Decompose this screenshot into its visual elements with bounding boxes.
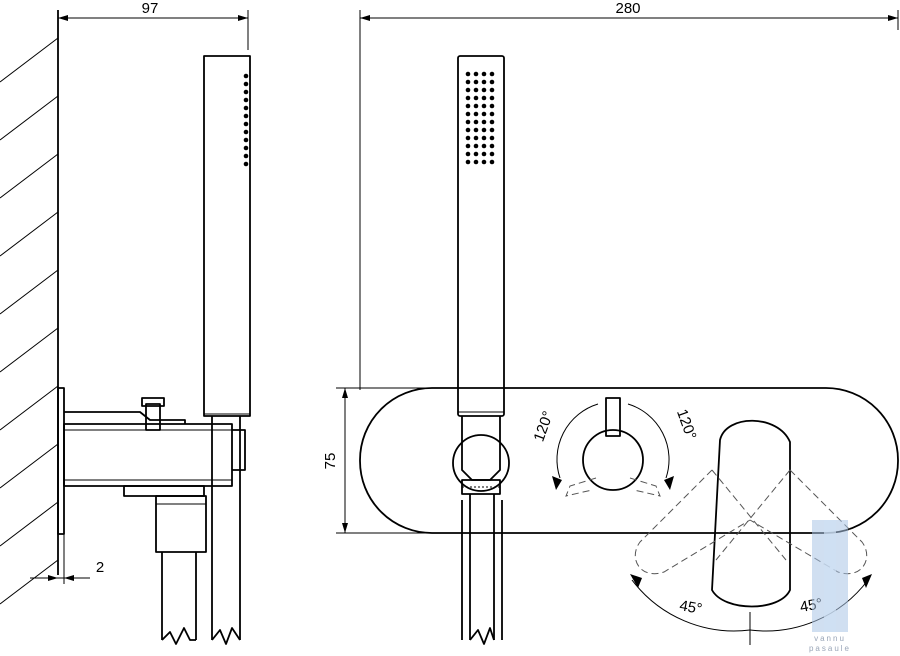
watermark-logo: vannu pasaule: [809, 520, 851, 653]
height-label: 75: [322, 453, 339, 470]
lever-left-angle: 45°: [678, 597, 703, 618]
handshower-front: [452, 55, 510, 645]
front-view: 280 75: [322, 0, 899, 645]
mixer-body-side: [63, 423, 233, 487]
cover-plate: [359, 387, 899, 534]
handle-right-angle: 120°: [673, 407, 700, 442]
watermark-line1: vannu: [814, 634, 846, 643]
wall-hatching: [0, 37, 59, 605]
wall-gap-dimension: 2: [30, 534, 104, 584]
side-view: 97: [0, 0, 251, 645]
depth-dimension: 97: [58, 0, 249, 50]
watermark-line2: pasaule: [809, 644, 851, 653]
handshower-side: [203, 55, 251, 645]
hose-side: [161, 552, 197, 645]
width-label: 280: [615, 0, 640, 17]
handle-left-angle: 120°: [530, 409, 557, 444]
temperature-knob: 120° 120°: [530, 397, 700, 497]
width-dimension: 280: [359, 0, 899, 390]
knob-side: [145, 403, 161, 431]
wall-gap-label: 2: [96, 559, 104, 576]
hose-connector-side: [155, 495, 207, 553]
depth-label: 97: [142, 0, 159, 17]
